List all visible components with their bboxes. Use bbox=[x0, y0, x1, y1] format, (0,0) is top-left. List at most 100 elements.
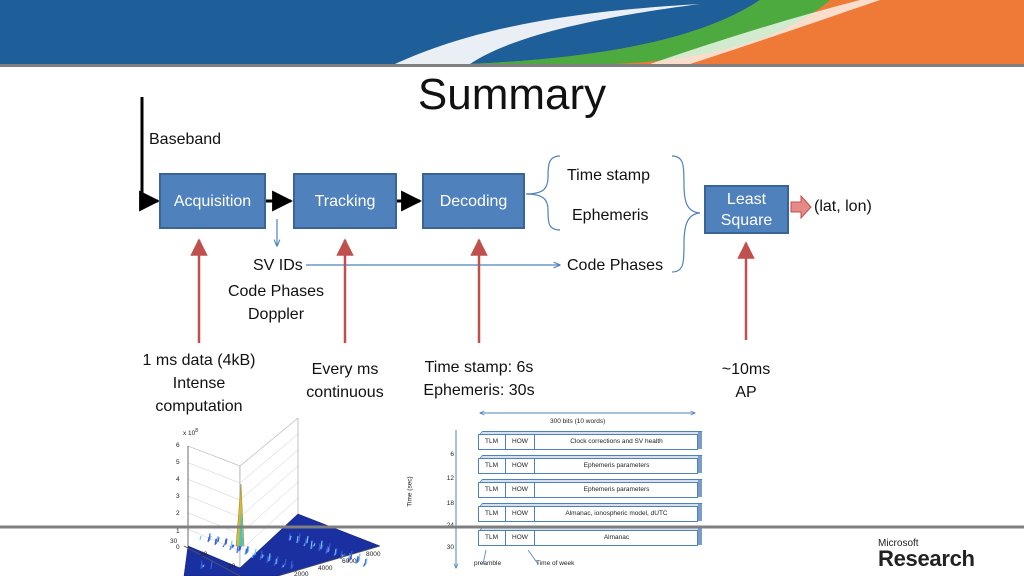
plot-noise-spike bbox=[350, 550, 353, 560]
plot-noise-spike bbox=[356, 556, 359, 564]
tracking-input-line-1: Every ms bbox=[311, 361, 379, 378]
plot-noise-spike bbox=[199, 535, 202, 541]
tracking-block: Tracking bbox=[293, 173, 397, 229]
plot-grid-line bbox=[239, 433, 299, 484]
plot-noise-spike bbox=[343, 553, 346, 557]
least-square-line-2: Square bbox=[720, 211, 773, 229]
least-square-block: Least Square bbox=[704, 185, 789, 234]
least-square-input-line-1: ~10ms bbox=[721, 361, 771, 378]
logo-microsoft-text: Microsoft bbox=[878, 538, 919, 549]
row-how-cell: HOW bbox=[506, 506, 535, 522]
row-content-cell: Almanac, ionospheric model, dUTC bbox=[565, 510, 668, 517]
tracking-input-text: Every ms continuous bbox=[290, 358, 400, 404]
least-square-right-brace bbox=[671, 155, 701, 273]
plot-noise-spike bbox=[284, 558, 287, 566]
plot-noise-spike bbox=[209, 535, 212, 541]
plot-noise-spike bbox=[260, 550, 263, 560]
plot-noise-spike bbox=[281, 564, 284, 569]
acquisition-input-line-1: 1 ms data (4kB) bbox=[142, 352, 256, 369]
output-time-stamp: Time stamp bbox=[567, 167, 650, 184]
row-tlm-cell: TLM bbox=[478, 506, 506, 522]
surface-plot-canvas bbox=[183, 418, 381, 576]
plot-grid-line bbox=[187, 479, 241, 501]
z-tick-label: 2 bbox=[176, 510, 180, 517]
logo-research-text: Research bbox=[878, 546, 975, 571]
row-3d-side bbox=[698, 504, 702, 521]
plot-noise-spike bbox=[304, 538, 307, 546]
nav-frame-lines bbox=[410, 408, 710, 576]
baseband-input-arrow bbox=[139, 97, 161, 212]
plot-noise-spike bbox=[310, 540, 313, 550]
plot-noise-spike bbox=[320, 540, 323, 550]
plot-noise-spike bbox=[321, 544, 324, 549]
plot-grid-line bbox=[187, 462, 241, 484]
plot-noise-spike bbox=[269, 555, 272, 561]
x-tick-label: 2000 bbox=[294, 571, 309, 576]
plot-noise-spike bbox=[298, 533, 301, 542]
plot-grid-line bbox=[239, 481, 299, 535]
row-tlm-cell: TLM bbox=[478, 434, 506, 450]
preamble-pointer bbox=[482, 549, 487, 565]
slide-title: Summary bbox=[417, 70, 607, 119]
plot-noise-spike bbox=[230, 540, 233, 550]
time-tick-6: 6 bbox=[450, 451, 454, 458]
least-square-input-line-2: AP bbox=[735, 384, 757, 401]
plot-x-axis bbox=[277, 545, 381, 576]
decoding-input-line-2: Ephemeris: 30s bbox=[423, 382, 535, 399]
plot-noise-spike bbox=[200, 560, 203, 570]
least-square-input-text: ~10ms AP bbox=[706, 358, 786, 404]
z-tick-label: 5 bbox=[176, 459, 180, 466]
plot-noise-spike bbox=[274, 558, 277, 566]
row-tlm-cell: TLM bbox=[478, 458, 506, 474]
decoding-input-text: Time stamp: 6s Ephemeris: 30s bbox=[409, 356, 549, 402]
y-tick-label: 10 bbox=[228, 563, 236, 570]
z-tick-label: 4 bbox=[176, 476, 180, 483]
time-tick-18: 18 bbox=[446, 500, 454, 507]
plot-noise-spike bbox=[225, 538, 228, 545]
z-tick-label: 1 bbox=[176, 528, 180, 535]
plot-noise-spike bbox=[306, 536, 309, 544]
plot-noise-spike bbox=[208, 533, 211, 542]
row-content-cell: Ephemeris parameters bbox=[583, 486, 650, 493]
plot-noise-spike bbox=[232, 544, 235, 548]
plot-noise-spike bbox=[311, 544, 314, 549]
plot-noise-spike bbox=[313, 543, 316, 547]
plot-grid-line bbox=[239, 449, 299, 501]
plot-noise-spike bbox=[296, 536, 299, 544]
row-face bbox=[478, 458, 698, 474]
plot-noise-spike bbox=[244, 548, 247, 556]
row-face bbox=[478, 530, 698, 546]
plot-noise-spike bbox=[262, 554, 265, 558]
plot-noise-spike bbox=[364, 558, 367, 566]
plot-grid-line bbox=[187, 445, 241, 467]
acquisition-block: Acquisition bbox=[159, 173, 266, 229]
row-3d-side bbox=[698, 432, 702, 449]
row-face bbox=[478, 434, 698, 450]
header-wave-band bbox=[0, 0, 1024, 67]
tracking-output-doppler: Doppler bbox=[247, 306, 305, 323]
microsoft-research-logo: Microsoft Research bbox=[878, 538, 1008, 572]
x-tick-label: 8000 bbox=[366, 551, 381, 558]
plot-noise-spike bbox=[261, 554, 264, 559]
row-content-cell: Clock corrections and SV health bbox=[570, 438, 663, 445]
y-tick-label: 30 bbox=[170, 538, 178, 545]
plot-noise-spike bbox=[276, 556, 279, 564]
z-axis-multiplier: x 108 bbox=[183, 428, 198, 437]
plot-noise-spike bbox=[334, 548, 337, 556]
row-content-cell: Almanac bbox=[603, 534, 630, 541]
plot-noise-spike bbox=[236, 546, 239, 554]
decoding-input-line-1: Time stamp: 6s bbox=[424, 359, 534, 376]
time-of-week-pointer bbox=[527, 549, 539, 565]
plot-noise-spike bbox=[215, 538, 218, 545]
least-square-line-1: Least bbox=[726, 190, 767, 208]
plot-noise-spike bbox=[217, 537, 220, 543]
plot-noise-spike bbox=[325, 548, 328, 555]
time-of-week-label: Time of week bbox=[536, 560, 575, 567]
plot-noise-spike bbox=[268, 553, 271, 562]
output-code-phases: Code Phases bbox=[567, 257, 664, 274]
tracking-output-sv-ids: SV IDs bbox=[253, 257, 303, 274]
